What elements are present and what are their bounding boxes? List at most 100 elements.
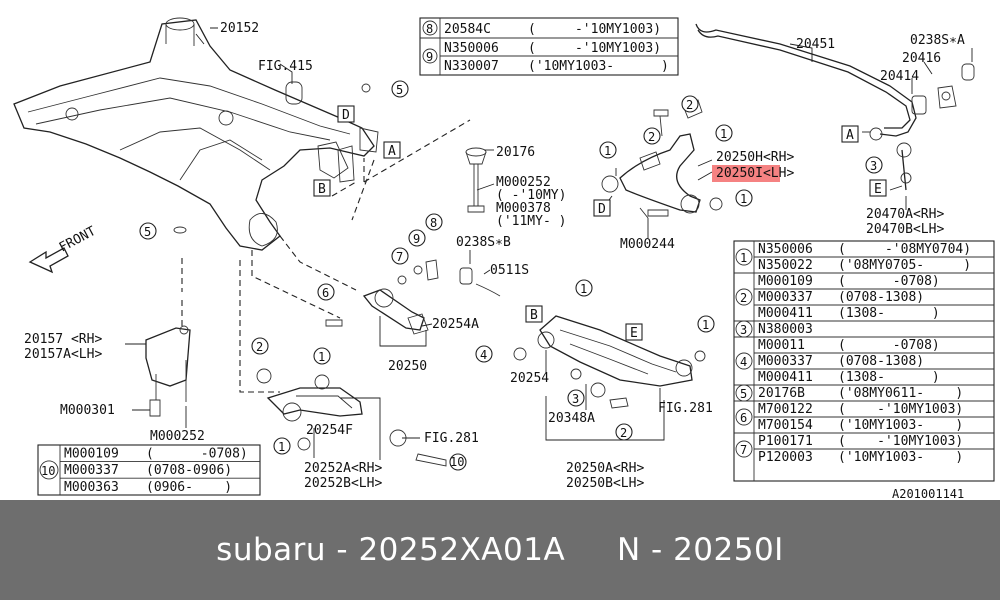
table-group-number: 10 [41,464,55,478]
table-row-range: ( -'08MY0704) [838,242,971,257]
svg-text:2: 2 [256,340,263,354]
callout-2-left: 2 [251,337,269,355]
label-20470a-rh: 20470A<RH> [866,207,944,222]
callout-1-arm-left: 1 [599,141,617,159]
table-group-number: 4 [740,355,747,369]
footer-bar: subaru - 20252XA01A N - 20250I [0,500,1000,600]
label-20157-rh: 20157 <RH> [24,332,102,347]
lateral-link-20250-drawing [325,259,501,335]
callout-2-arm: 2 [643,127,661,145]
letter-e-stab: E [869,179,887,197]
table-row-part: N350006 [758,242,813,257]
letter-b-link: B [525,305,543,323]
table-row-range: ('08MY0611- ) [838,386,963,401]
footer-gap [565,532,617,568]
letter-d-arm: D [593,199,611,217]
label-20451: 20451 [796,37,835,52]
letter-e-link: E [625,323,643,341]
table-row-range: ('10MY1003- ) [838,418,963,433]
svg-text:3: 3 [572,392,579,406]
svg-text:8: 8 [426,22,433,36]
label-20250: 20250 [388,359,427,374]
callout-3-link: 3 [567,389,585,407]
table-row-range: (0708-0906) [146,463,232,478]
front-label: FRONT [57,224,99,256]
svg-text:A: A [388,144,396,159]
callout-2-link: 2 [615,423,633,441]
svg-text:3: 3 [870,159,877,173]
table-row-part: M000109 [758,274,813,289]
callout-1-link-left: 1 [575,279,593,297]
svg-text:6: 6 [322,286,329,300]
footer-part-number: 20252XA01A [358,532,566,568]
exploded-parts-diagram: FRONT 20152 FIG.415 20176 M000252 ( -'10… [13,17,995,500]
letter-a-stab: A [841,125,859,143]
label-20157a-lh: 20157A<LH> [24,347,102,362]
label-20416: 20416 [902,51,941,66]
highlight-20250i [712,165,780,182]
footer-separator-2: - [640,532,674,568]
label-20254f: 20254F [306,423,353,438]
table-row-part: M000337 [758,354,813,369]
label-20250i-lh: 20250I<LH> [716,166,794,181]
washer-5-left-drawing [173,226,187,234]
table-group-number: 3 [740,323,747,337]
svg-text:2: 2 [620,426,627,440]
rear-subframe-drawing [13,17,379,251]
table-row-part: M000411 [758,306,813,321]
svg-text:4: 4 [480,348,487,362]
callout-6: 6 [317,283,335,301]
front-direction-arrow: FRONT [28,224,99,274]
label-20252b-lh: 20252B<LH> [304,476,382,491]
top-table-row-8-range: ( -'10MY1003) [528,22,661,37]
table-group-number: 2 [740,291,747,305]
svg-text:1: 1 [318,350,325,364]
table-row-part: P100171 [758,434,813,449]
footer-reference: 20250I [673,532,784,568]
top-table-row-9b-range: ('10MY1003- ) [528,59,669,74]
label-m000252-a: M000252 [496,175,551,190]
callout-2-arm-top: 2 [681,95,699,113]
bolt-20176-drawing [465,147,487,213]
stabilizer-bar-drawing [695,23,975,191]
table-row-range: (1308- ) [838,370,940,385]
svg-text:2: 2 [686,98,693,112]
label-m000244: M000244 [620,237,675,252]
table-row-part: M000337 [64,463,119,478]
table-row-range: ( -'10MY1003) [838,402,963,417]
letter-d-frame: D [337,105,355,123]
table-row-range: ( -0708) [146,447,248,462]
reference-lines [181,119,471,393]
bracket-20157-drawing [145,325,191,417]
table-row-part: N380003 [758,322,813,337]
label-20152: 20152 [220,21,259,36]
table-group-number: 6 [740,411,747,425]
table-row-range: (0708-1308) [838,290,924,305]
callout-7: 7 [391,247,409,265]
callout-1-bottom: 1 [273,437,291,455]
label-20250a-rh: 20250A<RH> [566,461,644,476]
table-group-number: 7 [740,443,747,457]
label-20414: 20414 [880,69,919,84]
svg-text:1: 1 [702,318,709,332]
svg-text:D: D [342,108,350,123]
letter-b-frame: B [313,179,331,197]
letter-markers: D A B D B E A E [313,105,887,341]
label-fig281-b: FIG.281 [658,401,713,416]
label-m000252-range: ( -'10MY) [496,188,566,203]
part-labels: 20152 FIG.415 20176 M000252 ( -'10MY) M0… [24,21,965,500]
svg-text:9: 9 [426,50,433,64]
washer-5-top-drawing [361,83,371,93]
label-20250b-lh: 20250B<LH> [566,476,644,491]
svg-text:B: B [530,308,538,323]
callout-1-arm-top: 1 [715,124,733,142]
label-20254: 20254 [510,371,549,386]
svg-text:5: 5 [144,225,151,239]
label-20252a-rh: 20252A<RH> [304,461,382,476]
svg-text:D: D [598,202,606,217]
table-group-number: 1 [740,251,747,265]
label-0238sa: 0238S∗A [910,33,965,48]
footer-separator-1: - [326,532,359,568]
label-20254a: 20254A [432,317,479,332]
